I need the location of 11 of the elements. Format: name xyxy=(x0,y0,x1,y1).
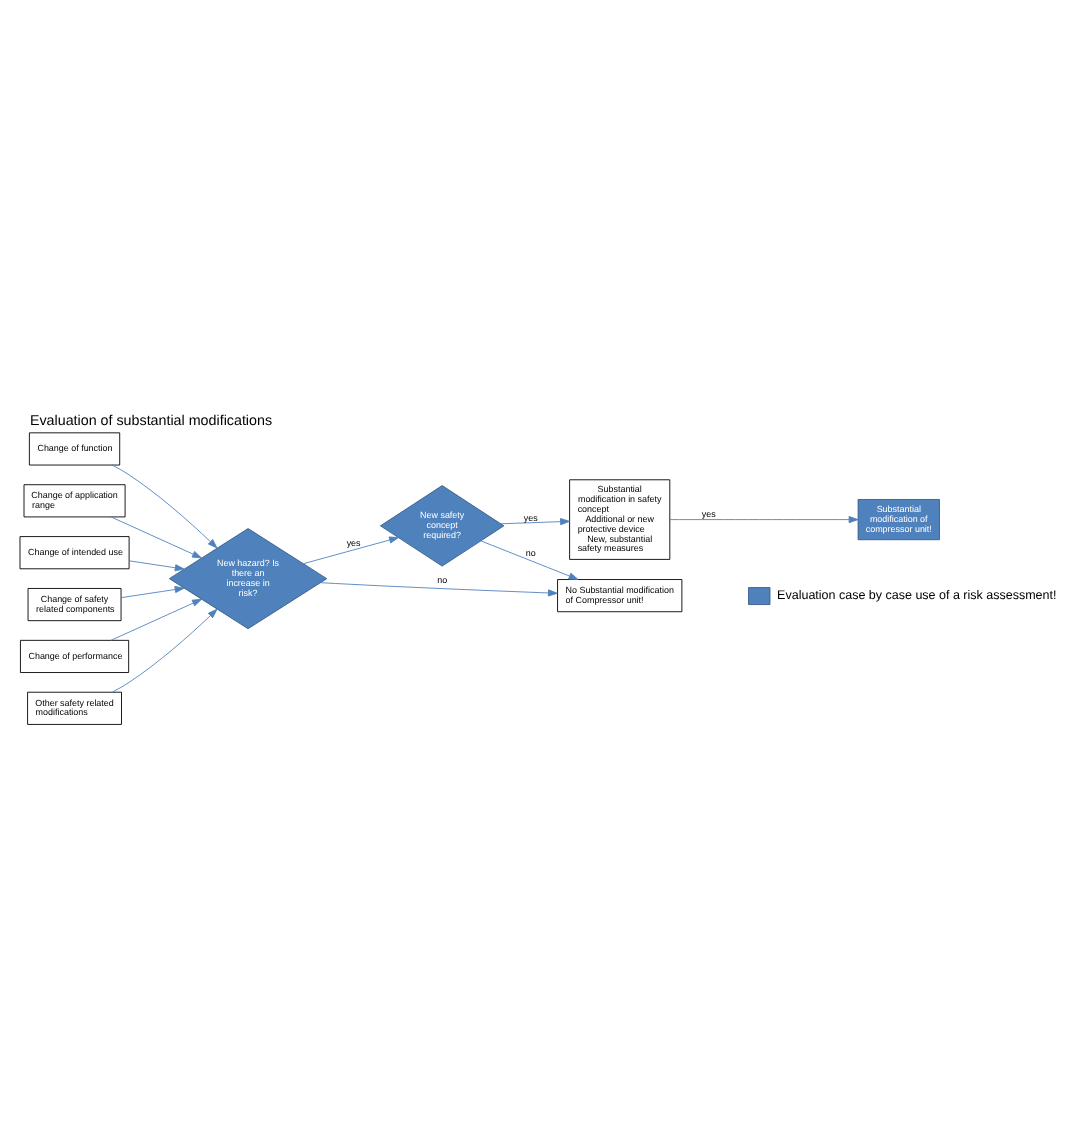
arrow xyxy=(303,535,399,564)
arrow xyxy=(128,559,185,571)
arrow xyxy=(480,539,579,579)
arrow xyxy=(111,607,218,692)
arrow xyxy=(320,581,558,596)
arrow xyxy=(110,515,202,558)
arrow xyxy=(110,597,202,640)
arrow xyxy=(111,463,218,548)
arrow xyxy=(669,515,859,523)
arrow xyxy=(500,517,570,525)
arrow xyxy=(120,584,185,598)
